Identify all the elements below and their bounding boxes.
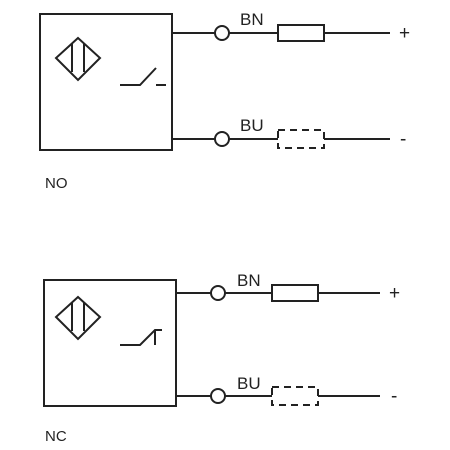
polarity-sign: + bbox=[389, 283, 400, 304]
load-dashed bbox=[277, 129, 325, 149]
polarity-sign: - bbox=[391, 386, 397, 407]
terminal bbox=[214, 131, 230, 147]
load-dashed bbox=[271, 386, 319, 406]
polarity-sign: + bbox=[399, 23, 410, 44]
load-resistor bbox=[277, 24, 325, 42]
diagram-no bbox=[39, 13, 390, 151]
wire-bn bbox=[176, 284, 380, 302]
wire-bn bbox=[172, 24, 390, 42]
wire-label: BN bbox=[240, 10, 264, 29]
wire-bu bbox=[172, 129, 390, 149]
wire-label: BU bbox=[237, 374, 261, 393]
inductive-sensor-icon bbox=[54, 36, 102, 82]
diagram-nc bbox=[43, 279, 380, 407]
sensor-body bbox=[39, 13, 173, 151]
normally-open-contact-icon bbox=[120, 67, 166, 86]
sensor-body bbox=[43, 279, 177, 407]
normally-closed-contact-icon bbox=[120, 329, 162, 346]
terminal bbox=[210, 388, 226, 404]
diagram-caption: NO bbox=[45, 175, 68, 192]
wire-label: BN bbox=[237, 271, 261, 290]
load-resistor bbox=[271, 284, 319, 302]
wire-label: BU bbox=[240, 116, 264, 135]
diagram-caption: NC bbox=[45, 428, 67, 445]
terminal bbox=[214, 25, 230, 41]
wire-bu bbox=[176, 386, 380, 406]
inductive-sensor-icon bbox=[54, 295, 102, 341]
terminal bbox=[210, 285, 226, 301]
polarity-sign: - bbox=[400, 129, 406, 150]
